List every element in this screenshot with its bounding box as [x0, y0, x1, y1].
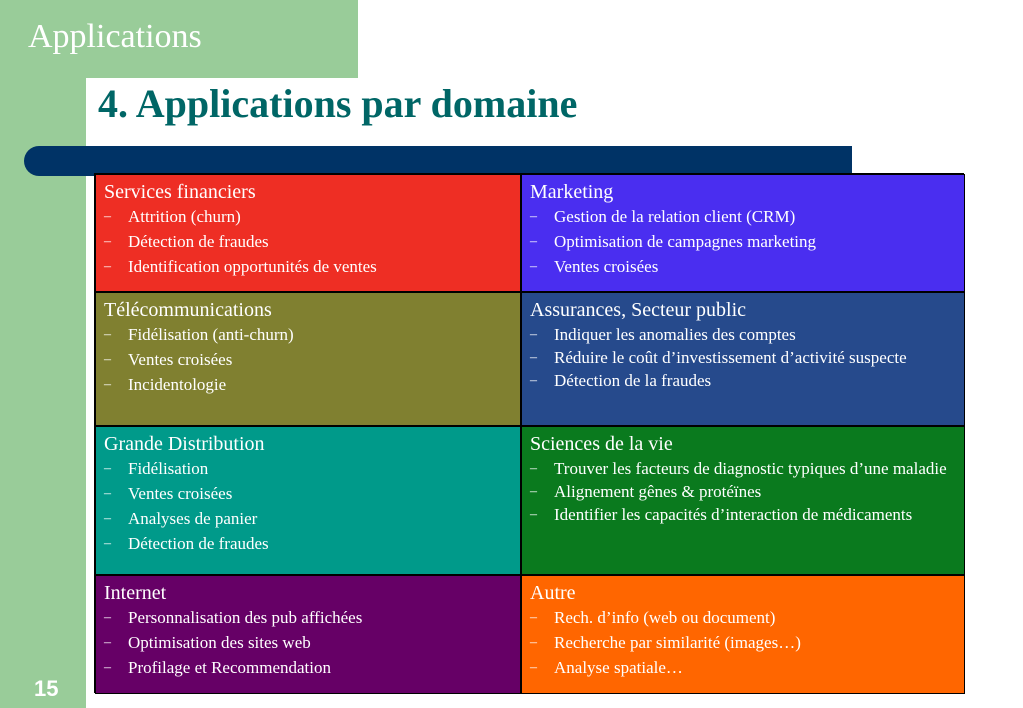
domain-item: Recherche par similarité (images…)	[530, 632, 956, 654]
domain-title: Autre	[530, 582, 576, 604]
domain-cell-autre: Autre Rech. d’info (web ou document) Rec…	[521, 575, 965, 694]
title-underline-bar	[24, 146, 852, 176]
domain-item: Fidélisation (anti-churn)	[104, 324, 512, 346]
domain-cell-marketing: Marketing Gestion de la relation client …	[521, 174, 965, 292]
domain-item: Analyse spatiale…	[530, 657, 956, 679]
domain-item: Ventes croisées	[530, 256, 956, 278]
domain-item: Ventes croisées	[104, 483, 512, 505]
domain-cell-telecommunications: Télécommunications Fidélisation (anti-ch…	[95, 292, 521, 426]
domain-items: Attrition (churn) Détection de fraudes I…	[104, 206, 512, 278]
domain-cell-sciences-de-la-vie: Sciences de la vie Trouver les facteurs …	[521, 426, 965, 575]
domain-item: Attrition (churn)	[104, 206, 512, 228]
domain-title: Internet	[104, 582, 167, 604]
domain-cell-grande-distribution: Grande Distribution Fidélisation Ventes …	[95, 426, 521, 575]
domain-item: Réduire le coût d’investissement d’activ…	[530, 347, 956, 368]
domain-item: Analyses de panier	[104, 508, 512, 530]
domain-cell-services-financiers: Services financiers Attrition (churn) Dé…	[95, 174, 521, 292]
domain-cell-assurances: Assurances, Secteur public Indiquer les …	[521, 292, 965, 426]
domain-item: Détection de fraudes	[104, 533, 512, 555]
domain-item: Alignement gênes & protéïnes	[530, 481, 956, 502]
domain-items: Personnalisation des pub affichées Optim…	[104, 607, 512, 679]
domain-title: Marketing	[530, 181, 614, 203]
domain-item: Gestion de la relation client (CRM)	[530, 206, 956, 228]
domain-cell-internet: Internet Personnalisation des pub affich…	[95, 575, 521, 694]
section-header-box: Applications	[0, 0, 358, 78]
slide-title: 4. Applications par domaine	[98, 81, 578, 126]
domain-item: Profilage et Recommendation	[104, 657, 512, 679]
domain-item: Optimisation de campagnes marketing	[530, 231, 956, 253]
domain-item: Incidentologie	[104, 374, 512, 396]
domain-items: Trouver les facteurs de diagnostic typiq…	[530, 458, 956, 525]
domain-item: Fidélisation	[104, 458, 512, 480]
domain-item: Indiquer les anomalies des comptes	[530, 324, 956, 345]
domain-items: Gestion de la relation client (CRM) Opti…	[530, 206, 956, 278]
domain-item: Ventes croisées	[104, 349, 512, 371]
domain-item: Identifier les capacités d’interaction d…	[530, 504, 956, 525]
domain-items: Fidélisation (anti-churn) Ventes croisée…	[104, 324, 512, 396]
domain-items: Rech. d’info (web ou document) Recherche…	[530, 607, 956, 679]
domain-title: Télécommunications	[104, 299, 272, 321]
domain-items: Fidélisation Ventes croisées Analyses de…	[104, 458, 512, 555]
domain-title: Services financiers	[104, 181, 256, 203]
domain-grid: Services financiers Attrition (churn) Dé…	[94, 173, 965, 694]
domain-item: Trouver les facteurs de diagnostic typiq…	[530, 458, 956, 479]
domain-title: Sciences de la vie	[530, 433, 673, 455]
domain-items: Indiquer les anomalies des comptes Rédui…	[530, 324, 956, 391]
domain-title: Assurances, Secteur public	[530, 299, 747, 321]
domain-item: Détection de fraudes	[104, 231, 512, 253]
slide-number: 15	[34, 676, 59, 701]
sidebar-strip	[0, 0, 86, 708]
domain-item: Détection de la fraudes	[530, 370, 956, 391]
domain-item: Identification opportunités de ventes	[104, 256, 512, 278]
domain-item: Rech. d’info (web ou document)	[530, 607, 956, 629]
domain-item: Optimisation des sites web	[104, 632, 512, 654]
section-title: Applications	[28, 18, 202, 55]
domain-title: Grande Distribution	[104, 433, 265, 455]
domain-item: Personnalisation des pub affichées	[104, 607, 512, 629]
